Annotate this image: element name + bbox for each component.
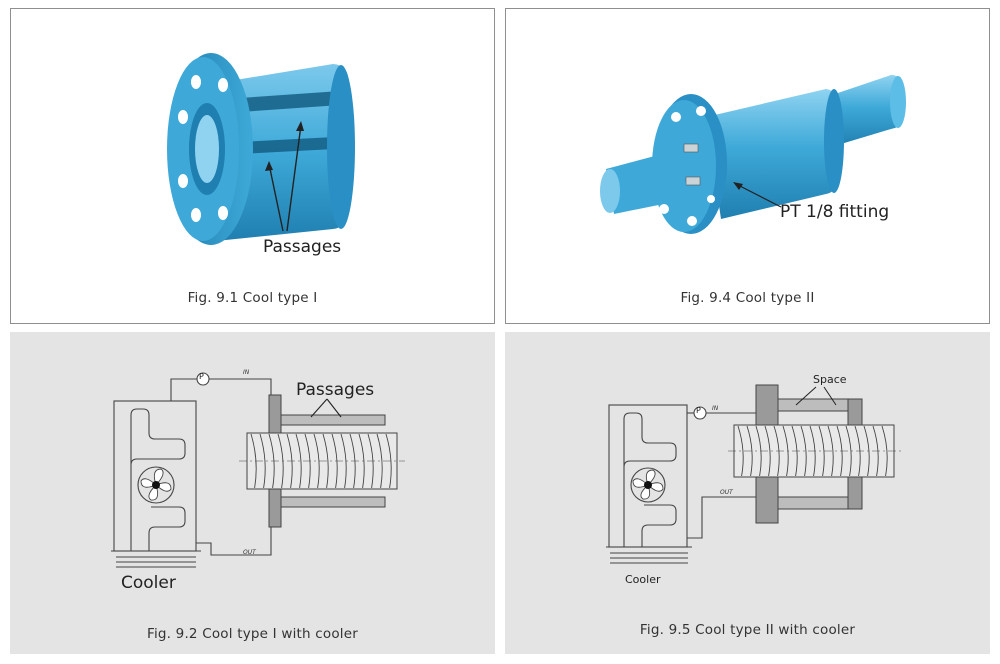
figure-cool-type-1: Passages Fig. 9.1 Cool type I — [10, 8, 495, 324]
space-label: Space — [813, 373, 847, 386]
pump-label: P — [696, 406, 701, 415]
passages-label: Passages — [263, 237, 342, 257]
cool-type-2-cooler-schematic — [606, 384, 902, 564]
cooler-label: Cooler — [121, 573, 176, 593]
in-label: IN — [712, 405, 719, 412]
figure-caption: Fig. 9.2 Cool type I with cooler — [146, 626, 359, 642]
figure-cool-type-2: PT 1/8 fitting Fig. 9.4 Cool type II — [505, 8, 990, 324]
figure-cool-type-2-with-cooler: IN OUT P Space Cooler Fig. 9.5 Cool type… — [505, 332, 990, 654]
figure-caption: Fig. 9.5 Cool type II with cooler — [639, 622, 856, 638]
fitting-label: PT 1/8 fitting — [780, 202, 890, 222]
cooler-label: Cooler — [625, 573, 661, 586]
figure-caption: Fig. 9.1 Cool type I — [187, 290, 318, 306]
out-label: OUT — [243, 549, 256, 556]
pump-label: P — [199, 372, 204, 381]
out-label: OUT — [720, 489, 733, 496]
in-label: IN — [243, 369, 250, 376]
figure-cool-type-1-with-cooler: IN OUT P Passages Cooler Fig. 9.2 Cool t… — [10, 332, 495, 654]
cool-type-1-nut-render — [167, 53, 355, 245]
passages-label: Passages — [296, 380, 375, 400]
cool-type-1-cooler-schematic — [111, 372, 405, 568]
cool-type-2-nut-render — [600, 75, 906, 234]
figure-caption: Fig. 9.4 Cool type II — [680, 290, 815, 306]
